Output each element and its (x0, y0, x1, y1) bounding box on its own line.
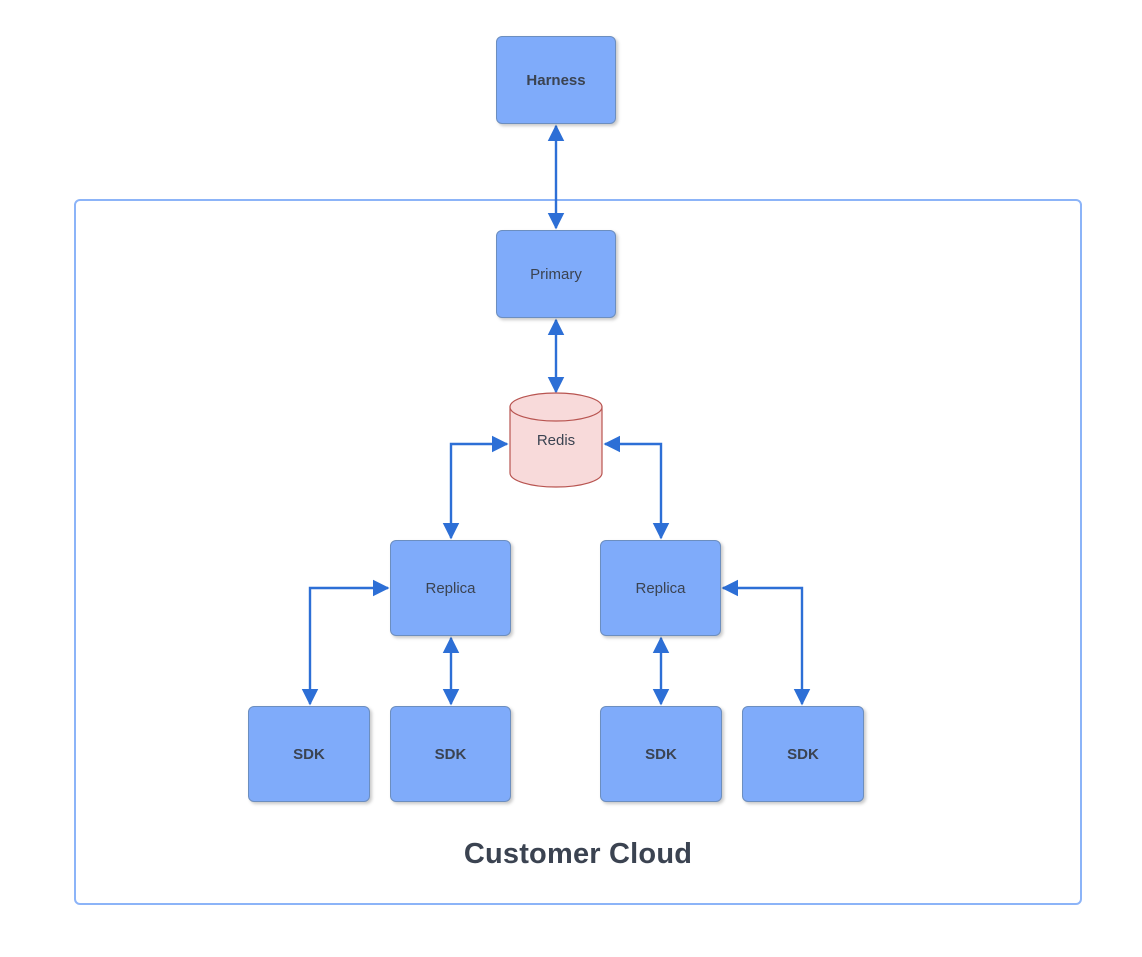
node-sdk-2-label: SDK (434, 745, 467, 763)
node-harness[interactable]: Harness (496, 36, 616, 124)
node-sdk-4[interactable]: SDK (742, 706, 864, 802)
node-harness-label: Harness (526, 71, 586, 89)
node-replica-right-label: Replica (635, 579, 686, 597)
cylinder-top (509, 392, 603, 422)
node-primary-label: Primary (530, 265, 582, 283)
node-sdk-1-label: SDK (293, 745, 325, 763)
node-sdk-3-label: SDK (645, 745, 677, 763)
node-sdk-1[interactable]: SDK (248, 706, 370, 802)
node-sdk-3[interactable]: SDK (600, 706, 722, 802)
node-redis-label: Redis (536, 431, 576, 449)
node-replica-left-label: Replica (425, 579, 476, 597)
customer-cloud-label: Customer Cloud (463, 838, 693, 870)
node-redis[interactable]: Redis (509, 392, 603, 488)
cylinder-body (509, 406, 603, 488)
node-sdk-4-label: SDK (787, 745, 819, 763)
node-primary[interactable]: Primary (496, 230, 616, 318)
node-sdk-2[interactable]: SDK (390, 706, 511, 802)
node-replica-right[interactable]: Replica (600, 540, 721, 636)
customer-cloud-boundary (74, 199, 1082, 905)
node-replica-left[interactable]: Replica (390, 540, 511, 636)
